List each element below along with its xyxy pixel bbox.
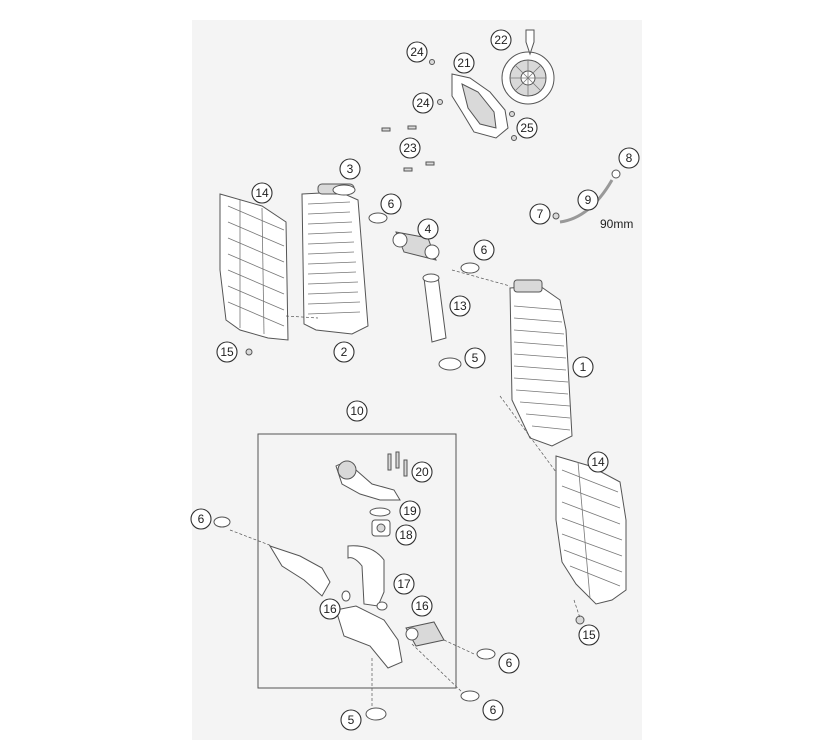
left-radiator-guard — [219, 193, 289, 341]
callout-label: 21 — [457, 56, 471, 70]
callout-label: 6 — [506, 656, 513, 670]
callout-label: 24 — [416, 96, 430, 110]
callout-25: 25 — [516, 117, 538, 139]
callout-4: 4 — [417, 218, 439, 240]
callout-label: 16 — [323, 602, 337, 616]
callout-label: 19 — [403, 504, 417, 518]
callout-label: 3 — [347, 162, 354, 176]
callout-label: 24 — [410, 45, 424, 59]
callout-8: 8 — [618, 147, 640, 169]
callout-24-top: 24 — [406, 41, 428, 63]
callout-label: 17 — [397, 577, 411, 591]
hose-pipe-13 — [422, 273, 447, 343]
lower-hose-assembly — [268, 545, 445, 669]
callout-3: 3 — [339, 158, 361, 180]
right-radiator — [509, 279, 573, 447]
o-ring — [369, 507, 391, 517]
callout-label: 5 — [472, 351, 479, 365]
upper-clamps — [245, 212, 585, 625]
cooling-fan — [501, 29, 555, 105]
callout-label: 2 — [341, 345, 348, 359]
callout-label: 10 — [350, 404, 364, 418]
callout-5-bottom: 5 — [340, 709, 362, 731]
callout-label: 16 — [415, 599, 429, 613]
callout-6-lower-right: 6 — [498, 652, 520, 674]
callout-21: 21 — [453, 52, 475, 74]
callout-label: 23 — [403, 141, 417, 155]
callout-label: 6 — [481, 243, 488, 257]
thermostat-screws — [387, 451, 408, 477]
callout-label: 8 — [626, 151, 633, 165]
callout-label: 4 — [425, 222, 432, 236]
callout-22: 22 — [490, 29, 512, 51]
fan-bracket — [451, 73, 509, 139]
callout-20: 20 — [411, 461, 433, 483]
callout-label: 9 — [585, 193, 592, 207]
callout-label: 6 — [388, 197, 395, 211]
callout-label: 22 — [494, 33, 508, 47]
callout-label: 15 — [582, 628, 596, 642]
callout-14-left: 14 — [251, 182, 273, 204]
thermostat — [371, 519, 391, 537]
lower-clamps — [213, 516, 496, 721]
callout-1: 1 — [572, 356, 594, 378]
hose-length-label: 90mm — [600, 217, 633, 231]
callout-23: 23 — [399, 137, 421, 159]
callout-label: 20 — [415, 465, 429, 479]
callout-13: 13 — [449, 295, 471, 317]
callout-6-upper-left: 6 — [380, 193, 402, 215]
callout-label: 5 — [348, 713, 355, 727]
callout-6-upper-right: 6 — [473, 239, 495, 261]
callout-label: 25 — [520, 121, 534, 135]
thermostat-housing — [335, 460, 401, 501]
callout-label: 1 — [580, 360, 587, 374]
callout-19: 19 — [399, 500, 421, 522]
callout-18: 18 — [395, 524, 417, 546]
callout-15-right: 15 — [578, 624, 600, 646]
callout-15-left: 15 — [216, 341, 238, 363]
callout-label: 15 — [220, 345, 234, 359]
callout-24-mid: 24 — [412, 92, 434, 114]
callout-7: 7 — [529, 203, 551, 225]
radiator-cap — [332, 184, 356, 196]
callout-17: 17 — [393, 573, 415, 595]
lower-seals — [341, 590, 419, 641]
callout-6-bottom: 6 — [482, 699, 504, 721]
callout-label: 6 — [198, 512, 205, 526]
callout-6-left: 6 — [190, 508, 212, 530]
leader-lines — [229, 269, 581, 706]
callout-5-upper: 5 — [464, 347, 486, 369]
callout-label: 14 — [255, 186, 269, 200]
callout-16-left: 16 — [319, 598, 341, 620]
callout-9: 9 — [577, 189, 599, 211]
thermostat-kit-box — [257, 433, 457, 689]
callout-14-right: 14 — [587, 451, 609, 473]
callout-label: 14 — [591, 455, 605, 469]
right-radiator-guard — [555, 455, 627, 605]
callout-label: 7 — [537, 207, 544, 221]
callout-10: 10 — [346, 400, 368, 422]
fan-screws — [381, 59, 517, 172]
left-radiator — [301, 183, 369, 335]
callout-label: 6 — [490, 703, 497, 717]
callout-label: 13 — [453, 299, 467, 313]
callout-16-right: 16 — [411, 595, 433, 617]
callout-label: 18 — [399, 528, 413, 542]
callout-2: 2 — [333, 341, 355, 363]
